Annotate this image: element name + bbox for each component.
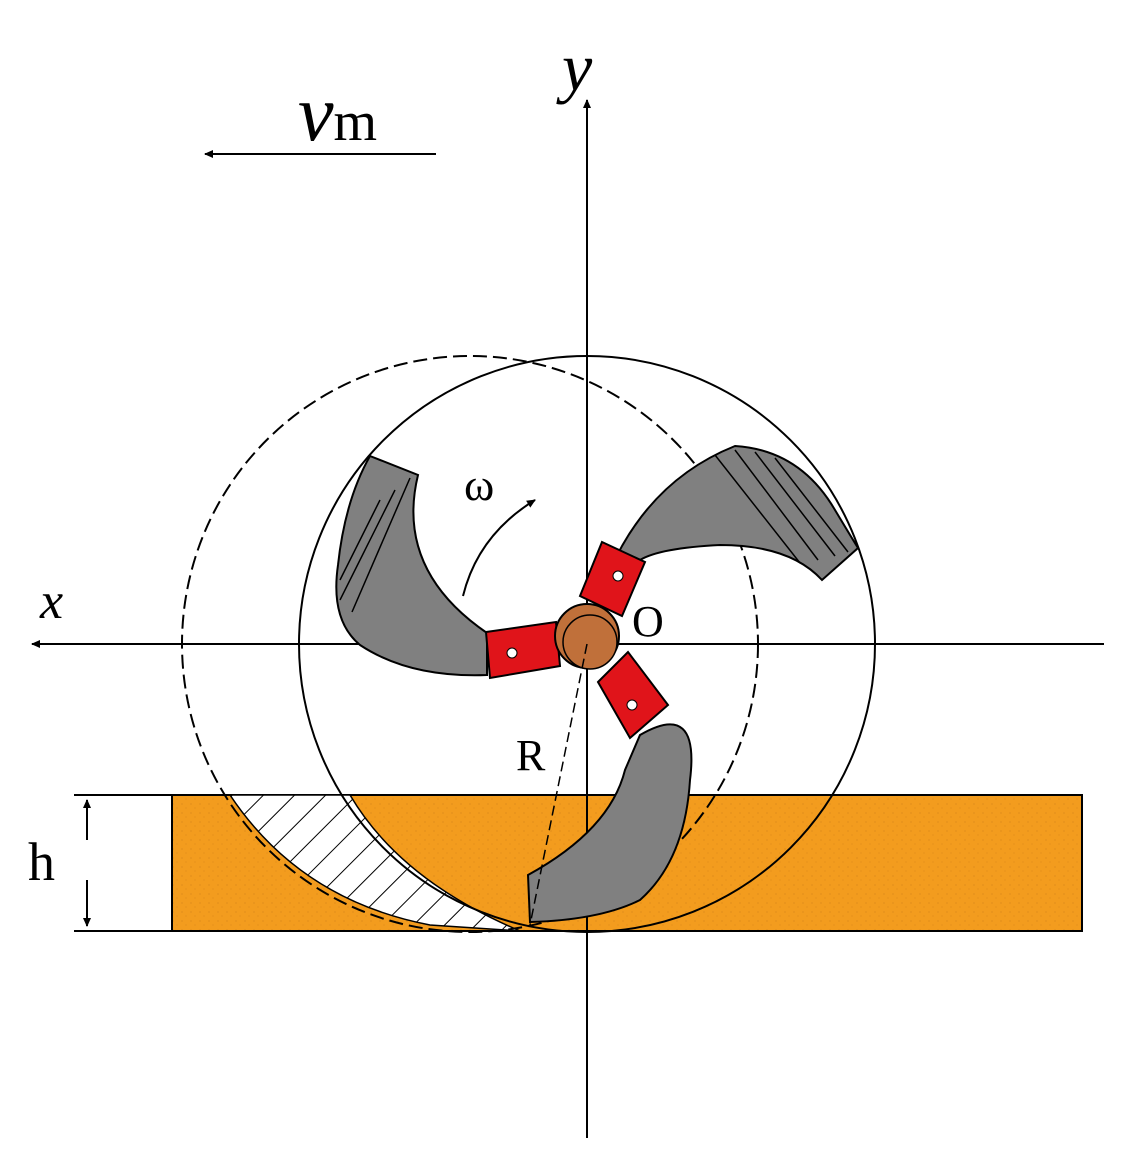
x-axis-label: x [39,573,63,630]
holder-left [484,620,562,680]
hub-inner [562,614,618,670]
rotation-arrow [462,499,536,597]
holder-upper [578,540,647,618]
blade-upper-right [608,444,860,582]
blade-upper-left [335,454,488,677]
depth-label: h [28,832,55,892]
velocity-subscript: m [334,91,378,153]
blade-lower [526,723,693,924]
omega-label: ω [464,459,494,510]
holder-lower [596,650,670,740]
y-axis-label: y [556,29,593,105]
center-label: O [632,597,664,646]
radius-label: R [516,731,546,780]
radius-line [529,643,588,926]
velocity-label: vm [298,70,377,158]
